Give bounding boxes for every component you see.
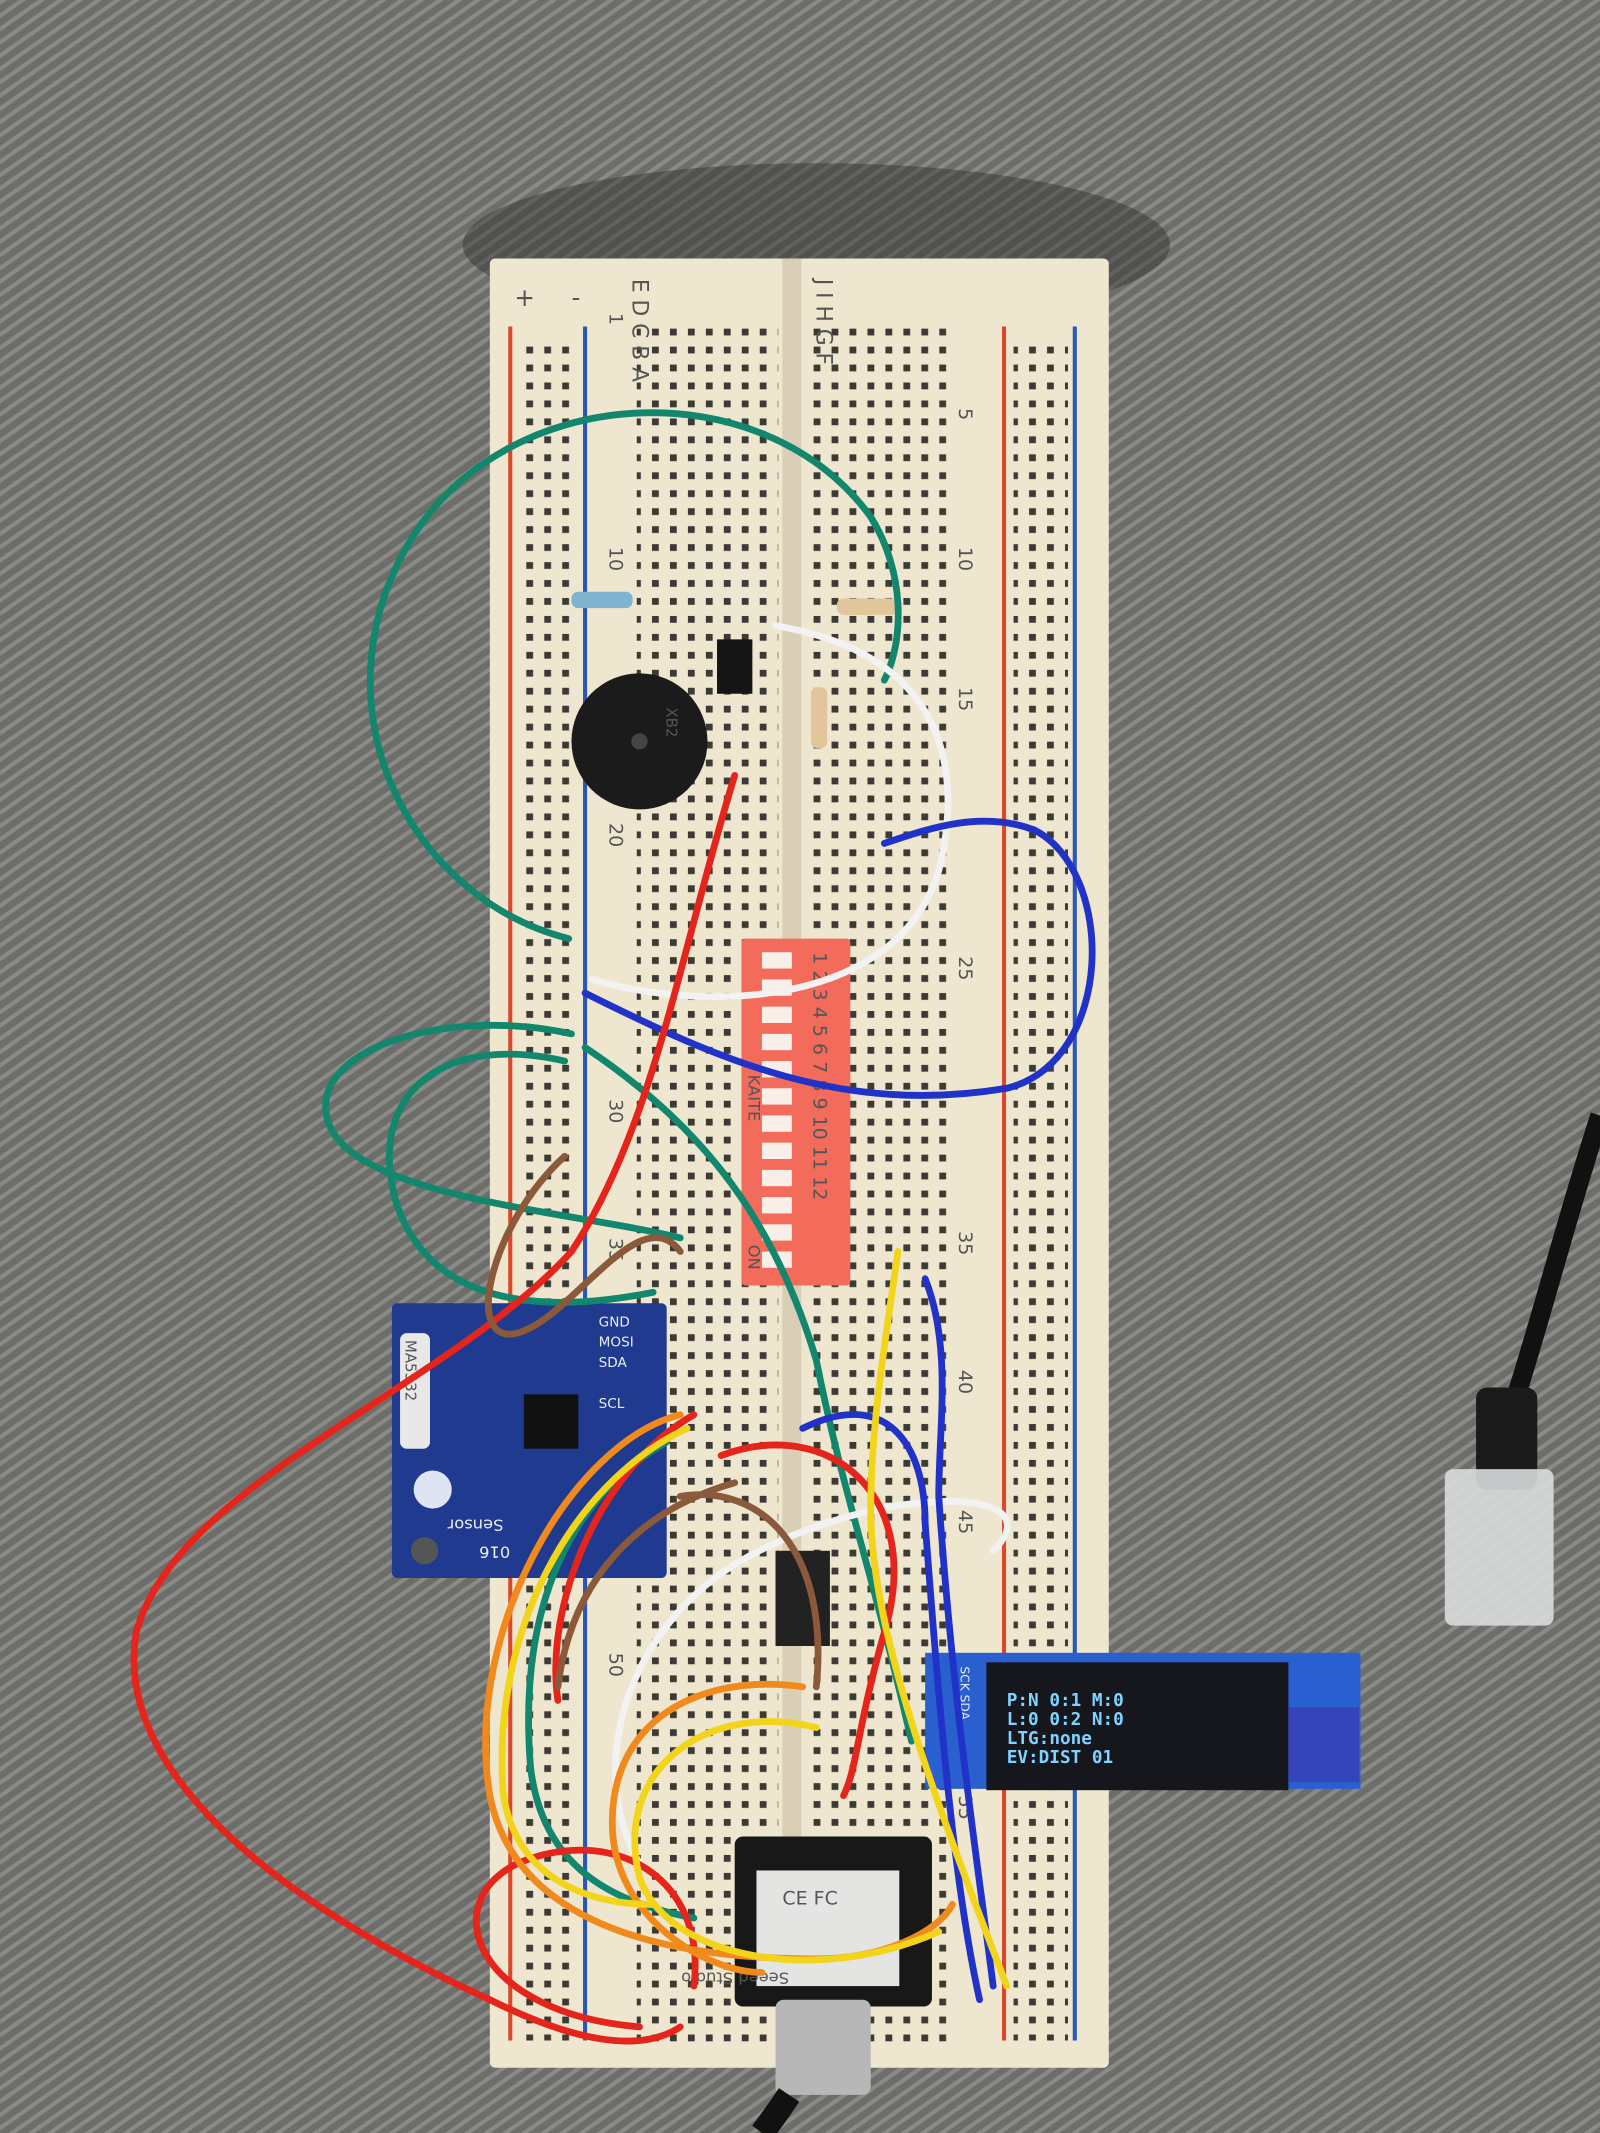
wire-yellow — [867, 1248, 1011, 1990]
wire-red — [130, 771, 739, 2045]
oled-line-2: L:0 0:2 N:0 — [1007, 1710, 1124, 1730]
sensor-name: Sensor — [447, 1515, 503, 1534]
col-number: 40 — [954, 1370, 976, 1394]
pin-mosi: MOSI — [599, 1335, 634, 1351]
jumper-wires — [130, 409, 1096, 2045]
col-number: 10 — [954, 547, 976, 571]
dip-positions: 1 2 3 4 5 6 7 8 9 10 11 12 — [809, 952, 831, 1200]
rj-cable — [1444, 1112, 1600, 1626]
wire-white — [612, 1498, 1011, 1868]
wire-yellow — [631, 1718, 943, 1964]
row-letters-left: E D C B A — [627, 279, 652, 382]
oled-line-1: P:N 0:1 M:0 — [1007, 1691, 1124, 1711]
dip-brand: KAITE — [744, 1075, 763, 1122]
piezo-buzzer: XB2 — [571, 673, 708, 810]
usb-cable — [752, 2088, 800, 2133]
sensor-chip-label: MA5532 — [402, 1340, 420, 1401]
wire-white — [588, 622, 952, 1001]
col-number: 30 — [605, 1099, 627, 1123]
pin-scl: SCL — [599, 1396, 625, 1412]
col-number: 25 — [954, 956, 976, 980]
oled-line-4: EV:DIST 01 — [1007, 1748, 1113, 1768]
resistor — [571, 591, 633, 609]
sensor-model: 016 — [479, 1543, 510, 1562]
wire-brown — [485, 1152, 684, 1338]
col-number: 35 — [954, 1231, 976, 1255]
wire-teal — [386, 1050, 657, 1306]
oled-line-3: LTG:none — [1007, 1729, 1092, 1749]
buzzer-marking: XB2 — [663, 707, 681, 737]
wire-blue — [921, 1275, 997, 1990]
wire-brown — [676, 1491, 822, 1691]
wire-yellow — [498, 1424, 691, 1908]
logo-icon — [413, 1470, 452, 1509]
resistor — [810, 686, 828, 749]
rail-minus-label: - — [571, 283, 580, 312]
resistor — [836, 598, 898, 615]
wire-teal — [581, 1044, 915, 1745]
wire-orange — [608, 1680, 807, 1976]
col-number: 1 — [605, 313, 627, 325]
col-number: 10 — [605, 547, 627, 571]
oled-display-module: P:N 0:1 M:0 L:0 0:2 N:0 LTG:none EV:DIST… — [925, 1652, 1361, 1791]
wire-teal — [322, 1021, 684, 1242]
col-number: 5 — [954, 408, 976, 420]
transistor — [717, 639, 753, 694]
wire-teal — [367, 409, 902, 943]
certification-marks: CE FC — [782, 1887, 838, 1909]
rail-plus-label: + — [514, 283, 535, 312]
usb-c-connector — [775, 1999, 871, 2095]
pin-sda: SDA — [599, 1355, 628, 1371]
sensor-board: MA5532 GND MOSI SDA SCL Sensor 016 — [391, 1303, 667, 1578]
row-letters-right: J I H G F — [810, 277, 835, 365]
col-number: 20 — [605, 823, 627, 847]
col-number: 50 — [605, 1653, 627, 1677]
col-number: 45 — [954, 1510, 976, 1534]
wire-blue — [581, 817, 1096, 1099]
xiao-microcontroller: CE FC Seeed Studio — [681, 1836, 932, 2095]
wire-red — [717, 1441, 898, 1800]
dip-on-label: ON — [744, 1245, 763, 1270]
pin-gnd: GND — [599, 1314, 630, 1330]
col-number: 15 — [954, 687, 976, 711]
dip-switch: 1 2 3 4 5 6 7 8 9 10 11 12 KAITE ON — [741, 938, 851, 1286]
